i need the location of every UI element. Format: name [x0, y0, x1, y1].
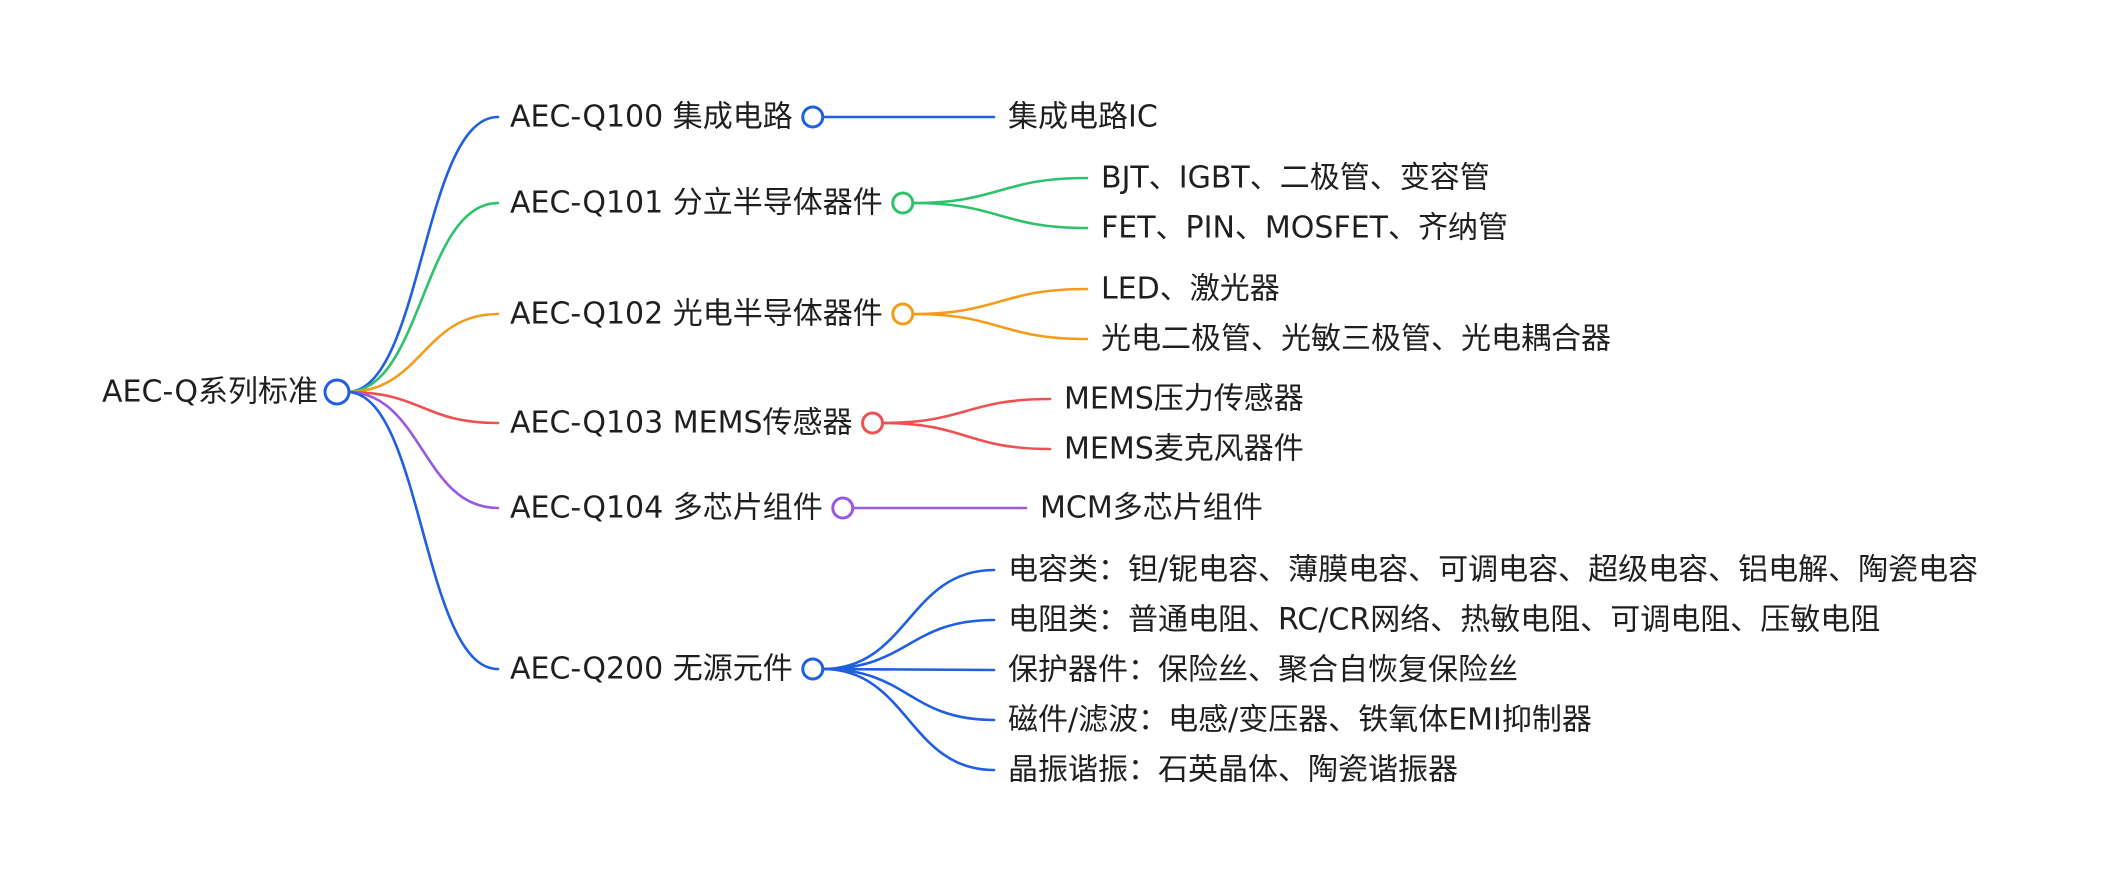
branch-node-q104[interactable]	[831, 496, 855, 520]
branch-label-q200: AEC-Q200 无源元件	[510, 652, 793, 687]
edge-q200-child-5	[821, 667, 996, 772]
child-label-q102-1: LED、激光器	[1101, 272, 1280, 307]
branch-node-q101[interactable]	[891, 191, 915, 215]
mindmap-edges	[345, 115, 1089, 772]
branch-node-q100[interactable]	[801, 105, 825, 129]
child-label-q103-2: MEMS麦克风器件	[1064, 432, 1304, 467]
branch-node-q102[interactable]	[891, 302, 915, 326]
edge-root-q102	[345, 312, 500, 394]
child-label-q101-1: BJT、IGBT、二极管、变容管	[1101, 161, 1490, 196]
edge-q102-child-1	[911, 287, 1089, 316]
edge-q102-child-2	[911, 312, 1089, 341]
edge-root-q103	[345, 390, 500, 425]
edge-q200-child-4	[821, 667, 996, 722]
branch-node-q200[interactable]	[801, 657, 825, 681]
child-label-q200-1: 电容类：钽/铌电容、薄膜电容、可调电容、超级电容、铝电解、陶瓷电容	[1008, 553, 1978, 588]
edge-root-q200	[345, 390, 500, 671]
edge-root-q101	[345, 201, 500, 394]
child-label-q200-3: 保护器件：保险丝、聚合自恢复保险丝	[1008, 653, 1518, 688]
edge-q200-child-3	[821, 667, 996, 672]
branch-label-q103: AEC-Q103 MEMS传感器	[510, 406, 853, 441]
branch-label-q102: AEC-Q102 光电半导体器件	[510, 297, 883, 332]
branch-node-q103[interactable]	[861, 411, 885, 435]
edge-q103-child-1	[881, 397, 1052, 425]
edge-q200-child-2	[821, 618, 996, 671]
edge-root-q104	[345, 390, 500, 510]
edge-root-q100	[345, 115, 500, 394]
root-node[interactable]	[323, 378, 351, 406]
edge-q200-child-1	[821, 568, 996, 671]
child-label-q104-1: MCM多芯片组件	[1040, 491, 1263, 526]
branch-label-q100: AEC-Q100 集成电路	[510, 100, 793, 135]
child-label-q100-1: 集成电路IC	[1008, 100, 1158, 135]
child-label-q200-5: 晶振谐振：石英晶体、陶瓷谐振器	[1008, 753, 1458, 788]
child-label-q102-2: 光电二极管、光敏三极管、光电耦合器	[1101, 322, 1611, 357]
branch-label-q101: AEC-Q101 分立半导体器件	[510, 186, 883, 221]
branch-label-q104: AEC-Q104 多芯片组件	[510, 491, 823, 526]
child-label-q200-4: 磁件/滤波：电感/变压器、铁氧体EMI抑制器	[1008, 703, 1592, 738]
root-node-label: AEC-Q系列标准	[102, 375, 318, 410]
child-label-q103-1: MEMS压力传感器	[1064, 382, 1304, 417]
edge-q101-child-2	[911, 201, 1089, 230]
child-label-q101-2: FET、PIN、MOSFET、齐纳管	[1101, 211, 1508, 246]
child-label-q200-2: 电阻类：普通电阻、RC/CR网络、热敏电阻、可调电阻、压敏电阻	[1008, 603, 1880, 638]
edge-q103-child-2	[881, 421, 1052, 451]
mindmap-nodes: AEC-Q系列标准 AEC-Q100 集成电路 集成电路IC AEC-Q101 分立半…	[102, 100, 1978, 788]
edge-q101-child-1	[911, 176, 1089, 205]
